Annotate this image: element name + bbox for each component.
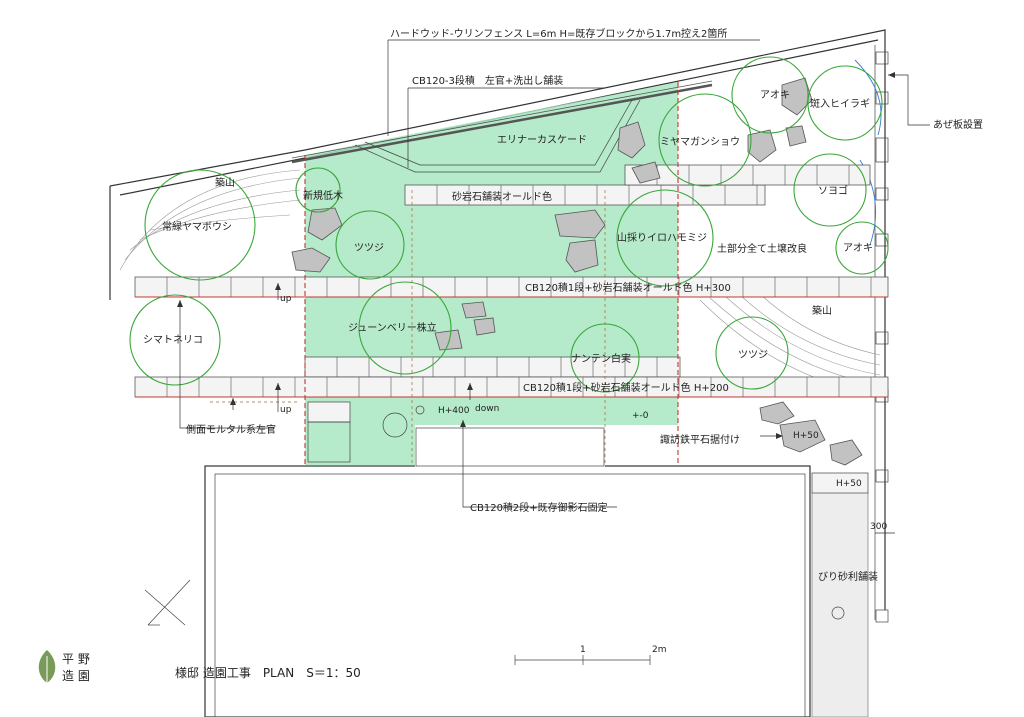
cb-row-2 <box>134 356 889 398</box>
label-tree-tsutsuji-2: ツツジ <box>738 350 768 361</box>
label-pm0: +-0 <box>632 411 649 421</box>
label-h400: H+400 <box>438 406 470 416</box>
tree-tsutsuji-2 <box>715 316 789 390</box>
tree-tsutsuji-1 <box>335 210 405 280</box>
label-azeita: あぜ板設置 <box>933 118 983 131</box>
label-cb120-3: CB120-3段積 左官+洗出し舗装 <box>412 74 563 87</box>
label-fence: ハードウッド-ウリンフェンス L=6m H=既存ブロックから1.7m控え2箇所 <box>390 27 727 40</box>
label-sandstone: 砂岩石舗装オールド色 <box>452 190 552 203</box>
label-tree-shimatoneriko: シマトネリコ <box>143 334 203 346</box>
label-soil: 土部分全て土壌改良 <box>717 242 807 255</box>
label-tsukiyama-2: 築山 <box>812 304 832 317</box>
azeita-boards <box>854 59 882 246</box>
label-tree-joryoku: 常緑ヤマボウシ <box>162 220 232 233</box>
scale-bar: 1 2m <box>514 645 667 665</box>
label-up-1: up <box>280 294 292 304</box>
north-arrow-icon <box>144 579 191 626</box>
logo-line-1: 平 野 <box>62 652 90 666</box>
label-erina: エリナーカスケード <box>497 134 587 146</box>
label-side-mortar: 側面モルタル系左官 <box>186 423 276 436</box>
label-tree-tsutsuji-1: ツツジ <box>354 243 384 254</box>
label-tree-soyogo: ソヨゴ <box>818 184 848 197</box>
label-tree-fuiri: 斑入ヒイラギ <box>810 97 870 110</box>
label-tree-nanten: ナンテン白実 <box>571 352 631 365</box>
tree-joryoku-yamaboushi <box>144 169 256 281</box>
label-down: down <box>475 404 499 414</box>
tree-miyamagan <box>658 93 752 187</box>
label-up-2: up <box>280 405 292 415</box>
label-tree-yamamomiji: 山採りイロハモミジ <box>617 231 707 244</box>
tree-juneberry <box>358 281 452 375</box>
label-tree-shinki: 新規低木 <box>303 189 343 202</box>
label-suwa: 諏訪鉄平石据付け <box>660 433 740 446</box>
drawing-title: 様邸 造園工事 PLAN S＝1：50 <box>175 666 361 680</box>
label-cb120-2: CB120積2段+既存御影石固定 <box>470 501 608 514</box>
label-tree-june: ジューンベリー株立 <box>348 321 437 334</box>
entrance-steps <box>307 401 605 467</box>
logo-line-2: 造 園 <box>62 669 90 683</box>
scale-label-2m: 2m <box>652 645 667 655</box>
tree-fuiri-hiiragi <box>807 65 883 141</box>
scale-label-1: 1 <box>580 645 586 655</box>
hardwood-fence <box>291 80 713 164</box>
label-tree-miyamagan: ミヤマガンショウ <box>660 136 740 148</box>
tree-aoki-1 <box>731 56 809 134</box>
sandstone-paving-top <box>404 164 871 206</box>
label-cb-row-1: CB120積1段+砂岩石舗装オールド色 H+300 <box>525 281 731 294</box>
tree-soyogo <box>793 153 867 227</box>
label-tree-aoki-1: アオキ <box>760 89 790 101</box>
label-gravel: びり砂利舗装 <box>818 570 878 583</box>
tree-shinki-teiboku <box>295 167 341 213</box>
tree-shimatoneriko <box>129 294 221 386</box>
label-tree-aoki-2: アオキ <box>843 242 873 254</box>
trees <box>129 56 889 393</box>
label-h50-b: H+50 <box>836 479 862 489</box>
tree-aoki-2 <box>835 221 889 275</box>
tree-yamamomiji <box>616 189 714 287</box>
annotation-labels: ハードウッド-ウリンフェンス L=6m H=既存ブロックから1.7m控え2箇所 … <box>186 27 983 583</box>
company-logo: 平 野 造 園 <box>38 650 90 687</box>
tree-nanten <box>570 323 640 393</box>
label-cb-row-2: CB120積1段+砂岩石舗装オールド色 H+200 <box>523 381 729 394</box>
boundary-posts <box>875 51 889 623</box>
label-tsukiyama-1: 築山 <box>215 176 235 189</box>
tsukiyama-contours-left <box>119 169 301 271</box>
leader-lines <box>179 39 930 534</box>
cb-row-1 <box>134 276 889 298</box>
stones <box>291 77 863 466</box>
label-h50-a: H+50 <box>793 431 819 441</box>
arrow-heads <box>177 72 895 439</box>
label-dim300: 300 <box>870 522 887 532</box>
tree-labels: 常緑ヤマボウシ 新規低木 ツツジ ジューンベリー株立 シマトネリコ ナンテン白実… <box>143 89 873 365</box>
gravel-strip <box>811 472 869 717</box>
